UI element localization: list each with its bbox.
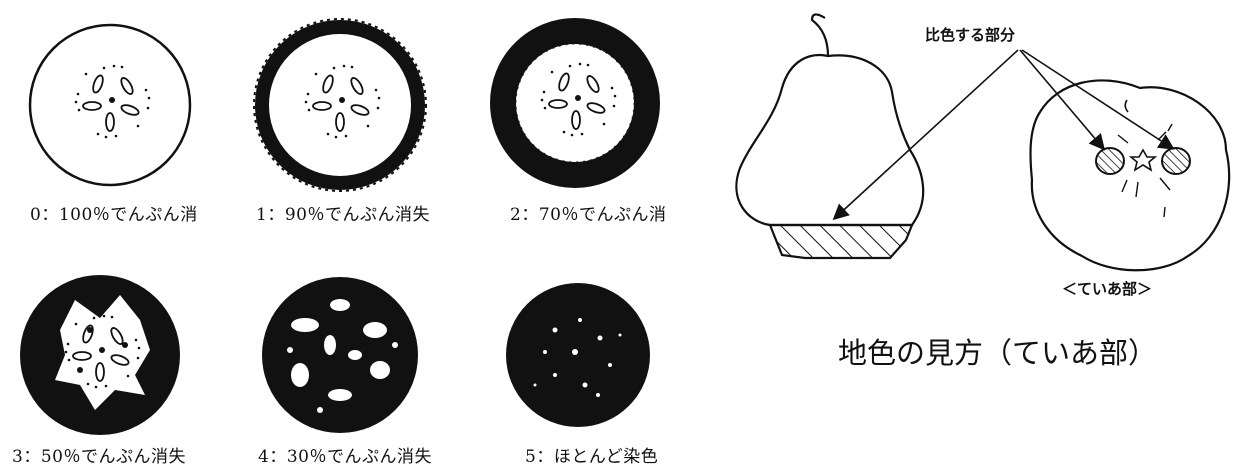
- stage-3-caption: 3：50％でんぷん消失: [12, 447, 186, 467]
- diagram-title: 地色の見方（ていあ部）: [838, 336, 1158, 370]
- stage-0-slice: [28, 23, 192, 187]
- stage-5-slice: [506, 283, 650, 427]
- pear-drawing: [735, 13, 925, 260]
- stage-3-slice: [20, 275, 180, 435]
- stage-0-caption: 0：100％でんぷん消: [30, 205, 198, 225]
- stage-4-caption: 4：30％でんぷん消失: [258, 447, 432, 467]
- stage-4-slice: [262, 277, 418, 433]
- colored-part-label: 比色する部分: [925, 26, 1016, 44]
- calyx-drawing: [1029, 79, 1231, 272]
- stage-1-slice: [253, 18, 427, 192]
- calyx-label: ＜ていあ部＞: [1062, 280, 1153, 298]
- arrows: [832, 49, 1175, 221]
- stage-2-slice: [490, 18, 660, 188]
- stage-2-caption: 2：70％でんぷん消: [510, 205, 667, 225]
- stage-5-caption: 5：ほとんど染色: [525, 447, 659, 467]
- stage-1-caption: 1：90％でんぷん消失: [256, 205, 430, 225]
